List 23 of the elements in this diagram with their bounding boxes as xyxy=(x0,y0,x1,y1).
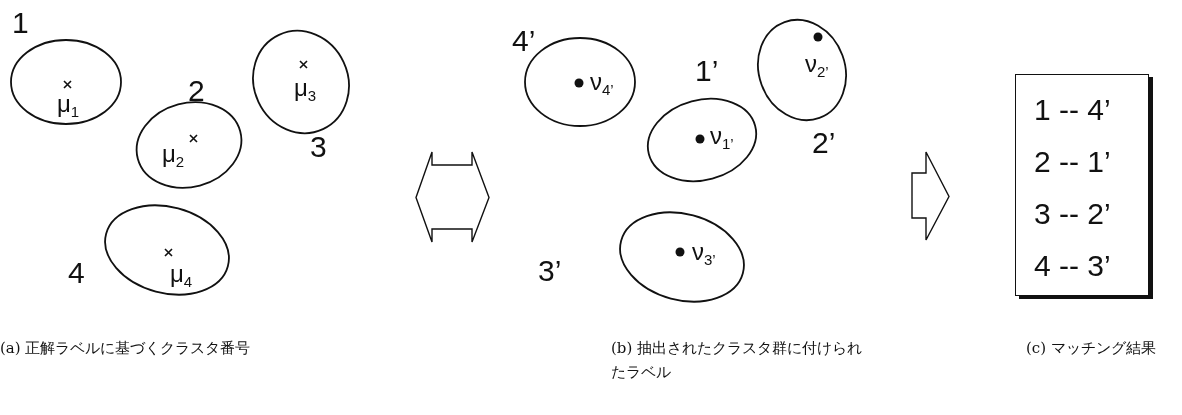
cluster-number: 1’ xyxy=(695,56,719,86)
cluster-number: 4 xyxy=(68,258,85,288)
cluster-number: 3 xyxy=(310,132,327,162)
cluster-center-label: μ$_{1}$ xyxy=(57,92,80,119)
caption: (b) 抽出されたクラスタ群に付けられたラベル xyxy=(611,338,864,383)
cluster-center-label: ν$_{1’}$ xyxy=(710,124,734,151)
cluster-number: 2 xyxy=(188,76,205,106)
cluster-center-label: μ$_{2}$ xyxy=(162,142,185,169)
cluster-center-label: ν$_{2’}$ xyxy=(805,52,829,79)
matching-pair: 3 -- 2’ xyxy=(1034,199,1111,229)
matching-pair: 1 -- 4’ xyxy=(1034,95,1111,125)
cluster-center-label: ν$_{4’}$ xyxy=(590,70,614,97)
caption: (a) 正解ラベルに基づくクラスタ番号 xyxy=(0,338,252,359)
cluster-center-label: μ$_{4}$ xyxy=(170,262,193,289)
cluster-number: 1 xyxy=(12,8,29,38)
matching-pair: 2 -- 1’ xyxy=(1034,147,1111,177)
cluster-number: 2’ xyxy=(812,128,836,158)
cluster-center-label: μ$_{3}$ xyxy=(294,76,317,103)
cluster-center-label: ν$_{3’}$ xyxy=(692,240,716,267)
cluster-number: 3’ xyxy=(538,256,562,286)
caption: (c) マッチング結果 xyxy=(1026,338,1157,359)
matching-pair: 4 -- 3’ xyxy=(1034,251,1111,281)
cluster-number: 4’ xyxy=(512,26,536,56)
